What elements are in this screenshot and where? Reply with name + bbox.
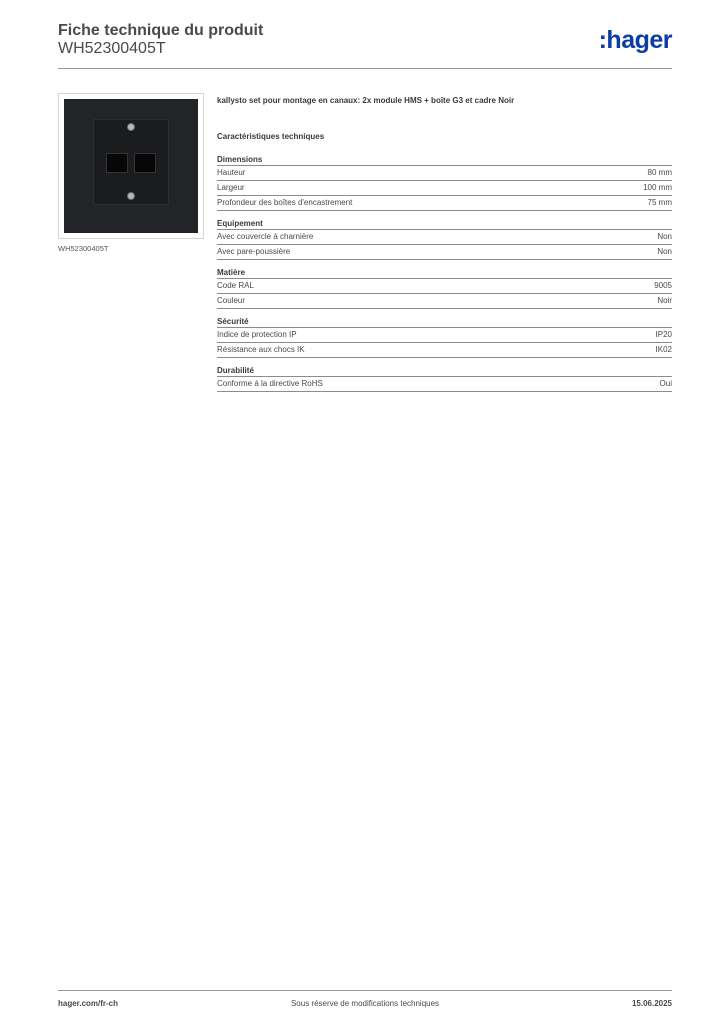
spec-label: Conforme à la directive RoHS bbox=[217, 379, 323, 388]
spec-group-title: Dimensions bbox=[217, 155, 672, 166]
product-code: WH52300405T bbox=[58, 40, 166, 57]
spec-row: Hauteur 80 mm bbox=[217, 166, 672, 181]
spec-content: kallysto set pour montage en canaux: 2x … bbox=[217, 96, 672, 400]
spec-value: IK02 bbox=[655, 345, 672, 354]
bottom-screw-icon bbox=[127, 192, 135, 200]
spec-label: Largeur bbox=[217, 183, 245, 192]
spec-group-title: Sécurité bbox=[217, 317, 672, 328]
spec-value: 75 mm bbox=[647, 198, 672, 207]
spec-row: Profondeur des boîtes d'encastrement 75 m… bbox=[217, 196, 672, 211]
spec-row: Indice de protection IP IP20 bbox=[217, 328, 672, 343]
frame-plate bbox=[64, 99, 198, 233]
spec-row: Largeur 100 mm bbox=[217, 181, 672, 196]
spec-group-title: Durabilité bbox=[217, 366, 672, 377]
footer-notice: Sous réserve de modifications techniques bbox=[290, 999, 440, 1008]
spec-label: Avec couvercle à charnière bbox=[217, 232, 314, 241]
data-port-left bbox=[106, 153, 128, 173]
spec-row: Avec couvercle à charnière Non bbox=[217, 230, 672, 245]
spec-row: Résistance aux chocs IK IK02 bbox=[217, 343, 672, 358]
spec-label: Hauteur bbox=[217, 168, 246, 177]
product-image bbox=[58, 93, 204, 239]
spec-value: Non bbox=[657, 247, 672, 256]
footer-website: hager.com/fr-ch bbox=[58, 999, 119, 1008]
spec-row: Code RAL 9005 bbox=[217, 279, 672, 294]
spec-group-title: Equipement bbox=[217, 219, 672, 230]
top-screw-icon bbox=[127, 123, 135, 131]
spec-label: Couleur bbox=[217, 296, 246, 305]
spec-label: Indice de protection IP bbox=[217, 330, 297, 339]
hager-logo: :hager bbox=[598, 26, 673, 54]
socket-insert bbox=[93, 119, 169, 205]
spec-group-title: Matière bbox=[217, 268, 672, 279]
spec-value: 80 mm bbox=[647, 168, 672, 177]
spec-label: Avec pare-poussière bbox=[217, 247, 291, 256]
image-caption: WH52300405T bbox=[58, 244, 109, 253]
product-description: kallysto set pour montage en canaux: 2x … bbox=[217, 96, 515, 105]
footer-date: 15.06.2025 bbox=[631, 999, 672, 1008]
spec-value: Noir bbox=[657, 296, 672, 305]
page-title: Fiche technique du produit bbox=[58, 22, 264, 39]
spec-value: Non bbox=[657, 232, 672, 241]
spec-value: IP20 bbox=[655, 330, 672, 339]
spec-label: Résistance aux chocs IK bbox=[217, 345, 305, 354]
data-port-right bbox=[134, 153, 156, 173]
specs-heading: Caractéristiques techniques bbox=[217, 132, 325, 141]
footer-divider bbox=[58, 990, 672, 991]
header-divider bbox=[58, 68, 672, 69]
spec-value: 9005 bbox=[654, 281, 672, 290]
spec-row: Avec pare-poussière Non bbox=[217, 245, 672, 260]
spec-label: Code RAL bbox=[217, 281, 254, 290]
spec-row: Conforme à la directive RoHS Oui bbox=[217, 377, 672, 392]
spec-value: 100 mm bbox=[643, 183, 672, 192]
spec-label: Profondeur des boîtes d'encastrement bbox=[217, 198, 353, 207]
spec-value: Oui bbox=[659, 379, 672, 388]
spec-row: Couleur Noir bbox=[217, 294, 672, 309]
